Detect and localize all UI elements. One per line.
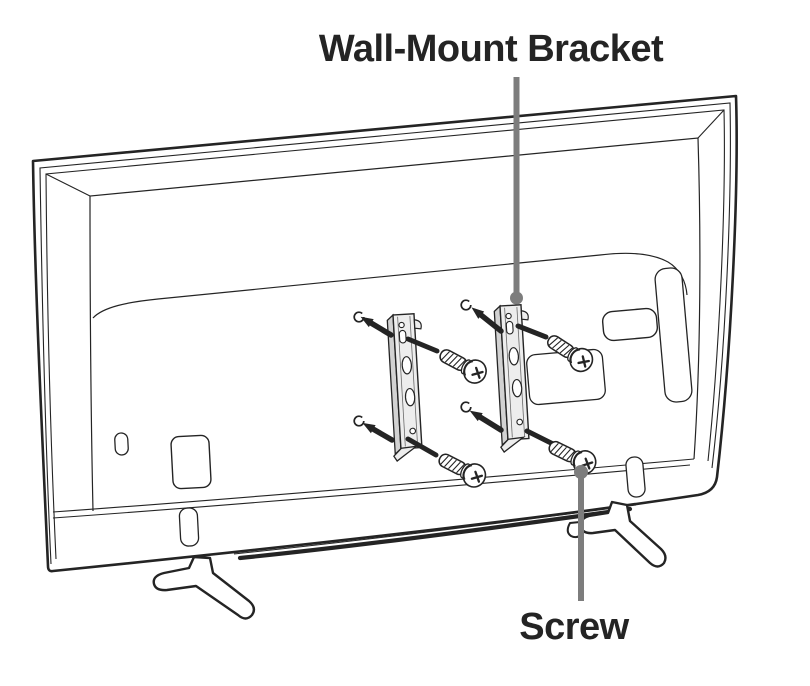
direction-arrows — [360, 307, 504, 443]
stand-leg-left — [152, 555, 256, 620]
arrow-lower-left-icon — [362, 422, 395, 443]
axis-lower-right — [524, 428, 556, 447]
stand-slot-right — [625, 456, 646, 498]
side-terminal-cover — [654, 267, 693, 403]
arrow-lower-right-icon — [469, 410, 504, 433]
axis-lower-left — [405, 436, 439, 458]
bottom-band-line-1 — [52, 458, 695, 513]
screw-hole-upper-right — [460, 299, 472, 311]
axis-upper-right — [515, 323, 549, 340]
power-led-slot — [114, 432, 129, 456]
stand-slot-left — [178, 507, 200, 547]
screw-leader-dot — [574, 465, 588, 479]
bracket-callout-leader — [510, 77, 523, 305]
rating-label-plate — [170, 434, 212, 490]
screw-axis-lines — [405, 323, 556, 458]
bottom-vent-strip — [237, 506, 633, 561]
axis-upper-left — [405, 336, 440, 354]
bottom-vent-highlight — [233, 504, 637, 555]
bevel-miter-top-right — [697, 109, 725, 139]
arrow-upper-right-icon — [471, 307, 504, 334]
screw-hole-lower-left — [353, 415, 365, 427]
screw-callout-leader — [574, 465, 588, 601]
wall-mount-bracket-label: Wall-Mount Bracket — [319, 28, 664, 70]
io-cover-plate — [601, 307, 659, 342]
screw-hole-upper-left — [353, 311, 365, 323]
back-panel-outline — [89, 137, 701, 512]
screw-label: Screw — [519, 606, 629, 648]
bottom-band-line-2 — [52, 464, 691, 519]
bevel-miter-top-left — [45, 173, 91, 197]
stand-leg-right — [579, 500, 667, 568]
bracket-leader-dot — [510, 291, 523, 305]
arrow-upper-left-icon — [360, 316, 394, 338]
tv-bezel-line-1 — [39, 102, 731, 565]
screw-hole-lower-right — [460, 401, 472, 413]
